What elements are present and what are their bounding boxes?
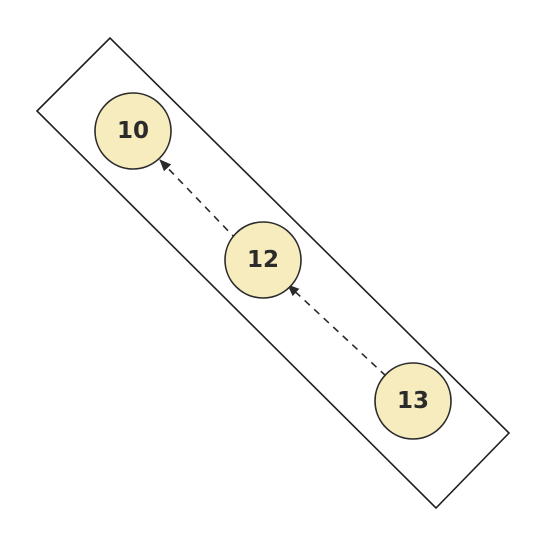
edge-12-to-10	[159, 159, 238, 241]
node-10-circle	[94, 92, 172, 170]
edge-13-to-12	[287, 284, 387, 377]
node-10: 10	[94, 92, 172, 170]
group-frame	[35, 36, 511, 510]
node-12-label: 12	[247, 247, 279, 273]
node-13: 13	[374, 362, 452, 440]
node-10-label: 10	[117, 118, 149, 144]
edges-layer	[159, 159, 387, 377]
node-12: 12	[224, 221, 302, 299]
node-13-circle	[374, 362, 452, 440]
node-12-circle	[224, 221, 302, 299]
node-13-label: 13	[397, 388, 429, 414]
